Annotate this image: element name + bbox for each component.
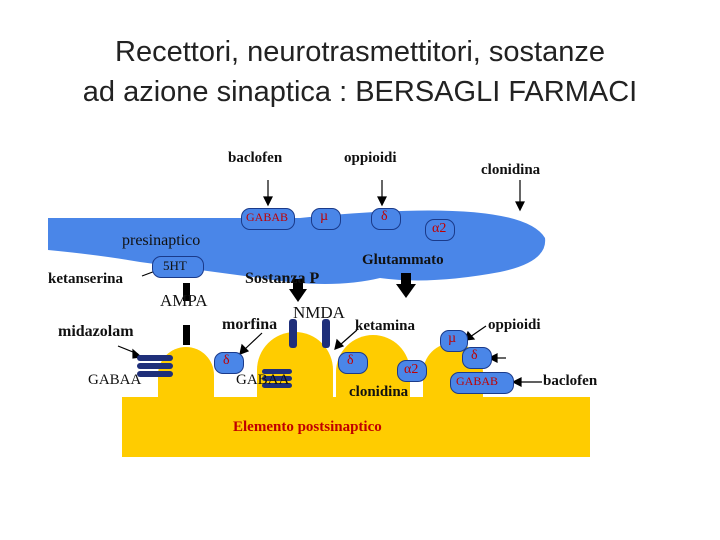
label-gabaa-left: GABAA xyxy=(88,372,142,388)
receptor-delta-mid xyxy=(214,352,244,374)
receptor-gabab-right-label: GABAB xyxy=(456,374,499,388)
receptor-alpha2-right-label: α2 xyxy=(404,362,419,377)
gabaa-left-bar-3 xyxy=(137,371,173,377)
receptor-delta-far xyxy=(462,347,492,369)
arrow-oppioidi-right xyxy=(469,325,487,338)
receptor-alpha2-top-label: α2 xyxy=(432,221,447,236)
receptor-delta-top xyxy=(371,208,401,230)
gabaa-mid-bar-1 xyxy=(262,369,292,374)
gabaa-left-bar-1 xyxy=(137,355,173,361)
postsynaptic-element xyxy=(122,332,590,457)
label-baclofen-top: baclofen xyxy=(228,150,283,166)
label-ketamina: ketamina xyxy=(355,318,415,334)
receptor-alpha2-right xyxy=(397,360,427,382)
ampa-release-bar xyxy=(183,283,190,301)
label-baclofen-right: baclofen xyxy=(543,373,598,389)
label-ampa: AMPA xyxy=(160,291,208,310)
nmda-right-bar xyxy=(322,319,330,348)
arrow-morfina xyxy=(243,332,263,351)
receptor-mu-right-label: µ xyxy=(448,331,457,346)
label-midazolam: midazolam xyxy=(58,323,134,340)
nmda-left-bar xyxy=(289,319,297,348)
gabaa-mid-bar-2 xyxy=(262,376,292,381)
gabaa-left-bar-2 xyxy=(137,363,173,369)
receptor-mu-top xyxy=(311,208,341,230)
label-morfina: morfina xyxy=(222,316,278,333)
title-line-1: Recettori, neurotrasmettitori, sostanze xyxy=(115,36,605,68)
gabaa-mid-bar-3 xyxy=(262,383,292,388)
receptor-gabab-top xyxy=(241,208,295,230)
label-oppioidi-right: oppioidi xyxy=(488,317,541,333)
label-oppioidi-top: oppioidi xyxy=(344,150,397,166)
receptor-delta-right-label: δ xyxy=(347,353,354,368)
label-sostanza-p: Sostanza P xyxy=(245,270,320,287)
receptor-gabab-right xyxy=(450,372,514,394)
glutammato-release-arrow xyxy=(396,284,416,298)
label-ketanserina: ketanserina xyxy=(48,271,123,287)
receptor-alpha2-top xyxy=(425,219,455,241)
label-postsinaptico: Elemento postsinaptico xyxy=(233,419,382,435)
receptor-mu-top-label: µ xyxy=(320,209,329,224)
arrow-ketamina xyxy=(339,329,358,346)
receptor-delta-far-label: δ xyxy=(471,348,478,363)
label-clonidina-top: clonidina xyxy=(481,162,541,178)
label-gabaa-mid: GABAA xyxy=(236,372,290,388)
receptor-delta-top-label: δ xyxy=(381,209,388,224)
receptor-gabab-top-label: GABAB xyxy=(246,210,289,224)
sostanza-p-release-arrow xyxy=(289,289,307,302)
release-arrows xyxy=(183,273,416,345)
label-presinaptico: presinaptico xyxy=(122,232,201,249)
title-line-2: ad azione sinaptica : BERSAGLI FARMACI xyxy=(82,76,638,108)
drug-arrows xyxy=(117,180,542,387)
receptor-delta-mid-label: δ xyxy=(223,353,230,368)
receptor-5ht-label: 5HT xyxy=(163,258,187,273)
receptor-mu-right xyxy=(440,330,468,352)
label-nmda: NMDA xyxy=(293,303,345,322)
receptor-5ht xyxy=(152,256,204,278)
receptor-delta-right xyxy=(338,352,368,374)
label-glutammato: Glutammato xyxy=(362,252,444,268)
ion-channels xyxy=(137,319,330,388)
label-clonidina-bottom: clonidina xyxy=(349,384,409,400)
